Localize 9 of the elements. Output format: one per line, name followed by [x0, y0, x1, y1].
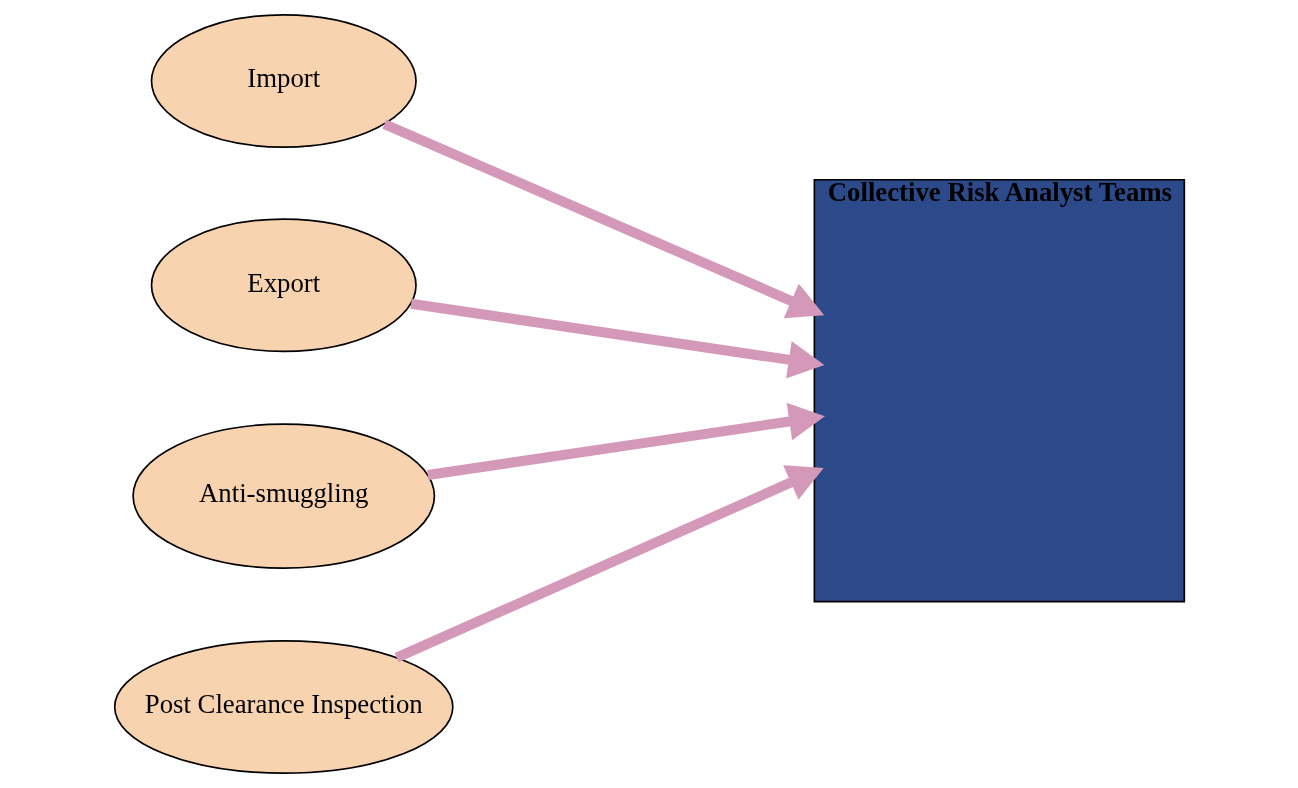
node-box: Collective Risk Analyst Teams — [813, 178, 1185, 603]
arrow — [381, 119, 824, 319]
node-ellipse: Export — [150, 218, 417, 353]
arrow — [409, 298, 824, 379]
node-ellipse: Post Clearance Inspection — [113, 640, 454, 774]
arrow — [394, 465, 824, 663]
node-ellipse: Anti-smuggling — [131, 423, 435, 569]
arrow — [426, 402, 825, 480]
node-ellipse: Import — [150, 14, 417, 148]
